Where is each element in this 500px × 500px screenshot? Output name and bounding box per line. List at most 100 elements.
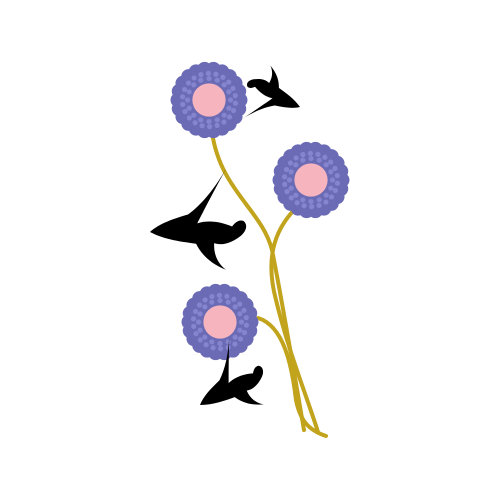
flower-center bbox=[192, 83, 226, 117]
petal-dot bbox=[186, 115, 192, 121]
petal-dot bbox=[226, 79, 232, 85]
petal-dot bbox=[300, 152, 306, 158]
petal-dot bbox=[198, 72, 204, 78]
petal-dot bbox=[197, 337, 203, 343]
petal-dot bbox=[191, 75, 197, 81]
stem-bottom-left bbox=[256, 316, 328, 438]
petal-dot bbox=[186, 89, 192, 95]
petal-dot bbox=[293, 192, 299, 198]
petal-dot bbox=[221, 119, 227, 125]
flower-center bbox=[294, 163, 328, 197]
petal-dot bbox=[316, 202, 322, 208]
petal-dot bbox=[307, 150, 313, 156]
petal-dot bbox=[191, 112, 197, 118]
petal-dot bbox=[193, 331, 199, 337]
petal-dot bbox=[216, 292, 222, 298]
petal-dot bbox=[281, 174, 288, 180]
petal-dot bbox=[209, 299, 215, 305]
petal-dot bbox=[191, 323, 197, 329]
petal-dot bbox=[282, 181, 288, 187]
petal-dot bbox=[334, 173, 340, 179]
petal-dot bbox=[226, 89, 232, 95]
petal-dot bbox=[232, 100, 239, 106]
petal-dot bbox=[300, 197, 306, 203]
petal-dot bbox=[323, 162, 329, 168]
petal-dot bbox=[243, 322, 250, 328]
petal-dot bbox=[225, 339, 231, 345]
petal-dot bbox=[195, 319, 202, 325]
petal-dot bbox=[230, 85, 236, 91]
petal-dot bbox=[198, 77, 204, 83]
petal-dot bbox=[232, 304, 238, 310]
petal-dot bbox=[191, 82, 197, 88]
petal-dot bbox=[214, 77, 220, 83]
petal-dot bbox=[328, 169, 334, 175]
petal-dot bbox=[217, 340, 223, 347]
petal-dot bbox=[207, 124, 213, 130]
petal-dot bbox=[237, 311, 243, 317]
petal-dot bbox=[197, 311, 203, 317]
petal-dot bbox=[225, 344, 231, 350]
bottom-left-flower bbox=[181, 283, 259, 361]
petal-dot bbox=[217, 297, 223, 304]
petal-dot bbox=[186, 105, 192, 111]
petal-dot bbox=[323, 199, 329, 205]
petal-dot bbox=[203, 342, 209, 348]
petal-dot bbox=[198, 117, 204, 123]
petal-dot bbox=[287, 160, 294, 166]
petal-dot bbox=[196, 302, 203, 308]
petal-dot bbox=[214, 122, 220, 128]
petal-dot bbox=[241, 307, 247, 313]
petal-dot bbox=[332, 165, 338, 171]
petal-dot bbox=[205, 70, 211, 76]
flower-center bbox=[203, 305, 237, 339]
petal-dot bbox=[213, 71, 219, 77]
petal-dot bbox=[232, 334, 238, 340]
petal-dot bbox=[286, 177, 293, 183]
petal-dot bbox=[202, 297, 208, 303]
petal-dot bbox=[237, 327, 243, 333]
petal-dot bbox=[206, 118, 212, 125]
petal-dot bbox=[226, 114, 233, 120]
petal-dot bbox=[293, 162, 299, 168]
petal-dot bbox=[243, 315, 249, 321]
petal-dot bbox=[192, 120, 198, 126]
petal-dot bbox=[300, 157, 306, 163]
petal-dot bbox=[214, 117, 220, 123]
petal-dot bbox=[230, 107, 237, 114]
petal-dot bbox=[283, 166, 290, 173]
petal-dot bbox=[328, 159, 334, 165]
petal-dot bbox=[241, 329, 248, 336]
petal-dot bbox=[322, 154, 328, 160]
petal-dot bbox=[209, 294, 215, 300]
petal-dot bbox=[220, 74, 226, 80]
petal-dot bbox=[179, 94, 186, 100]
petal-dot bbox=[232, 341, 238, 347]
petal-dot bbox=[293, 155, 299, 161]
petal-dot bbox=[323, 192, 329, 198]
petal-dot bbox=[288, 185, 294, 191]
petal-dot bbox=[308, 155, 314, 162]
petal-dot bbox=[202, 304, 208, 310]
petal-dot bbox=[226, 105, 232, 111]
petal-dot bbox=[181, 86, 188, 93]
petal-dot bbox=[309, 204, 315, 210]
petal-dot bbox=[315, 151, 321, 157]
petal-dot bbox=[209, 339, 215, 345]
petal-dot bbox=[237, 336, 244, 342]
petal-dot bbox=[227, 97, 234, 103]
petal-dot bbox=[328, 194, 335, 200]
petal-dot bbox=[224, 293, 230, 299]
petal-dot bbox=[238, 319, 245, 325]
petal-dot bbox=[231, 296, 237, 302]
petal-dot bbox=[328, 185, 334, 191]
petal-dot bbox=[334, 180, 341, 186]
stem-middle-right bbox=[269, 206, 320, 434]
petal-dot bbox=[225, 299, 231, 305]
petal-dot bbox=[301, 203, 307, 209]
petal-dot bbox=[316, 197, 322, 203]
middle-right-flower bbox=[272, 141, 350, 219]
petal-dot bbox=[185, 80, 192, 86]
petal-dot bbox=[316, 157, 322, 163]
